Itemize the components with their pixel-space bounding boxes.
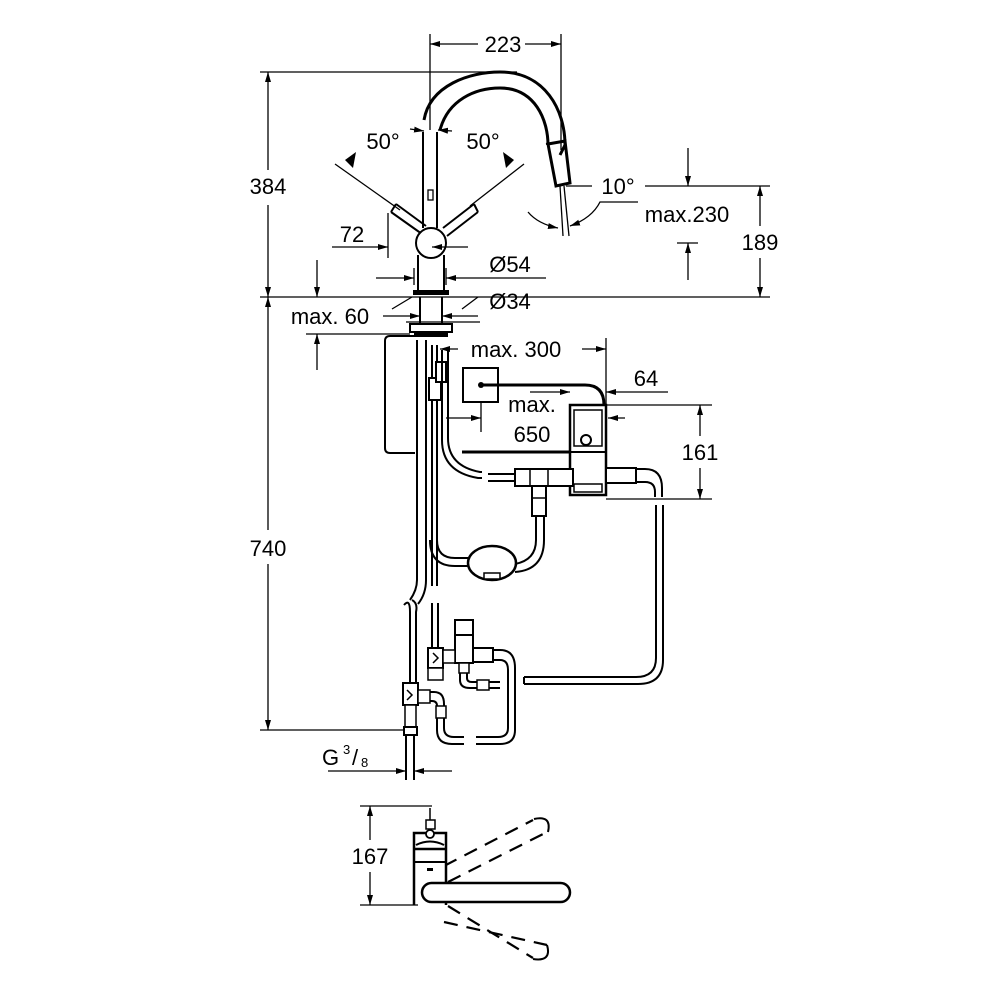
dim-shank-diameter: Ø34 — [383, 289, 531, 323]
solenoid-valve — [568, 403, 608, 497]
dim-label-384: 384 — [250, 174, 287, 199]
dim-top-view-height: 167 — [352, 805, 432, 906]
return-hose-outer — [524, 505, 664, 685]
hose-cold-b — [417, 340, 427, 605]
dim-label-189: 189 — [742, 230, 779, 255]
under-sink-view — [384, 335, 664, 780]
dim-lever-offset: 72 — [332, 213, 468, 258]
top-view: 167 — [352, 805, 572, 961]
thread-label-slash: / — [352, 745, 359, 770]
spout-inner — [438, 86, 550, 146]
dim-label-angle-left: 50° — [366, 129, 399, 154]
dim-label-max300: max. 300 — [471, 337, 562, 362]
dim-spout-reach: 223 — [429, 32, 562, 150]
lever-swing-upper — [443, 817, 550, 883]
dim-height-below-deck: 740 — [250, 297, 408, 731]
faucet-front-view — [390, 70, 572, 337]
dim-label-167: 167 — [352, 844, 389, 869]
mounting-nut — [409, 323, 453, 333]
dim-label-max650-line2: 650 — [514, 422, 551, 447]
dim-label-161: 161 — [682, 440, 719, 465]
dim-height-above-deck: 384 — [250, 71, 517, 297]
dim-connection-thread: G 3 / 8 — [322, 742, 452, 774]
thread-label-sup: 3 — [343, 742, 350, 757]
dim-label-64: 64 — [634, 366, 658, 391]
dim-label-10deg: 10° — [601, 174, 634, 199]
spray-head-joint — [545, 140, 567, 145]
dim-label-d54: Ø54 — [489, 252, 531, 277]
dim-valve-depth: 64 — [606, 366, 668, 421]
spray-hose — [441, 350, 482, 479]
dim-sensor-cable: max. 650 — [446, 389, 570, 447]
hose-cold — [409, 340, 418, 601]
lever-right — [442, 203, 479, 237]
thread-label-sub: 8 — [361, 755, 368, 770]
battery-box — [384, 335, 415, 454]
dim-label-max60: max. 60 — [291, 304, 369, 329]
thread-label-g: G — [322, 745, 339, 770]
dim-lever-angles: 50° 50° — [334, 126, 525, 211]
hose-lower-left-b — [411, 599, 418, 690]
stem-mark — [427, 189, 434, 201]
dim-label-max230: max.230 — [645, 202, 729, 227]
dim-body-diameter: Ø54 — [376, 252, 546, 285]
thermostatic-valve — [427, 619, 516, 745]
dim-spray: 10° max.230 189 — [527, 148, 779, 297]
dim-label-72: 72 — [340, 222, 364, 247]
tee-fitting-upper — [488, 468, 574, 517]
tee-fitting-lower — [402, 682, 464, 780]
spray-hose-b — [447, 350, 482, 473]
lever-handle-top — [420, 881, 572, 904]
hose-to-filter-b — [514, 516, 545, 573]
filter-oval — [429, 539, 518, 582]
dim-label-d34: Ø34 — [489, 289, 531, 314]
dim-valve-height: 161 — [606, 404, 719, 500]
lever-left — [390, 203, 427, 235]
hose-to-filter — [514, 516, 537, 565]
dim-label-angle-right: 50° — [466, 129, 499, 154]
spray-head — [546, 139, 572, 188]
return-hose-inner — [524, 505, 657, 678]
dim-label-223: 223 — [485, 32, 522, 57]
lever-swing-lower — [443, 905, 549, 961]
hose-lower-left — [403, 601, 411, 690]
base-plate — [413, 290, 449, 295]
dim-deck-thickness: max. 60 — [291, 260, 410, 370]
handle-hub — [415, 227, 447, 259]
mounting-washer — [414, 332, 448, 337]
dim-label-740: 740 — [250, 536, 287, 561]
valve-outlet — [605, 467, 663, 497]
dim-label-max650-line1: max. — [508, 392, 556, 417]
